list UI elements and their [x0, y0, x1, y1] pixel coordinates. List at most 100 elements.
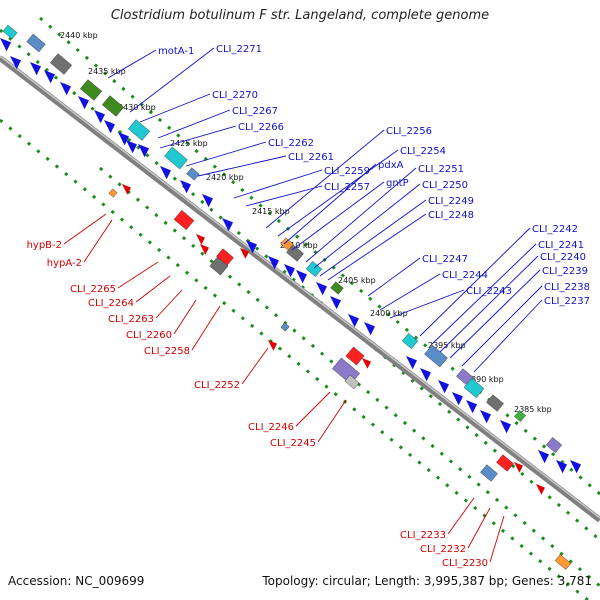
leader-line	[117, 261, 159, 289]
reverse-cds-arrow	[268, 340, 277, 351]
forward-cds-arrow	[420, 368, 431, 382]
forward-gene-label: CLI_2267	[232, 106, 278, 117]
feature-box	[101, 95, 125, 117]
forward-cds-arrow	[222, 218, 233, 232]
leader-line	[305, 167, 417, 263]
forward-cds-arrow	[0, 38, 11, 52]
leader-line	[447, 497, 475, 535]
forward-cds-arrow	[284, 264, 295, 278]
reverse-gene-label: CLI_2233	[400, 530, 446, 541]
forward-cds-arrow	[138, 144, 149, 158]
forward-cds-arrow	[452, 392, 463, 406]
forward-gene-label: pdxA	[378, 160, 404, 171]
reverse-gene-label: CLI_2232	[420, 544, 466, 555]
forward-cds-arrow	[60, 82, 71, 96]
feature-box	[186, 167, 200, 181]
outer-forward-dot-line-2	[39, 16, 600, 496]
leader-line	[327, 213, 427, 281]
leader-line	[283, 163, 377, 245]
forward-cds-arrow	[44, 70, 55, 84]
label-leader-lines	[63, 47, 543, 563]
forward-gene-label: CLI_2238	[544, 282, 590, 293]
forward-cds-arrow	[94, 110, 105, 124]
forward-gene-label: CLI_2259	[324, 166, 370, 177]
feature-box	[345, 346, 365, 366]
leader-line	[467, 507, 491, 549]
forward-cds-arrow	[202, 194, 213, 208]
reverse-cds-arrow	[514, 462, 523, 473]
feature-box	[330, 281, 344, 295]
forward-gene-label: CLI_2249	[428, 196, 474, 207]
forward-gene-label: motA-1	[158, 46, 194, 57]
accession-label: Accession: NC_009699	[8, 574, 145, 588]
reverse-gene-label: CLI_2252	[194, 380, 240, 391]
leader-line	[313, 183, 421, 269]
feature-box	[554, 554, 572, 570]
reverse-gene-label: CLI_2264	[88, 298, 134, 309]
backbone-highlight	[0, 55, 600, 519]
feature-box	[480, 464, 498, 482]
tick-label: 2425 kbp	[170, 139, 208, 148]
leader-line	[185, 141, 267, 167]
scale-ticks: 2440 kbp 2435 kbp 2430 kbp 2425 kbp 2420 kbp…	[60, 31, 552, 414]
leader-line	[439, 255, 539, 353]
forward-cds-arrow	[30, 62, 41, 76]
forward-cds-arrow	[364, 322, 375, 336]
leader-line	[319, 199, 427, 277]
feature-box	[108, 188, 118, 198]
tick-label: 2415 kbp	[252, 207, 290, 216]
forward-cds-arrow	[160, 166, 171, 180]
forward-cds-arrow	[406, 356, 417, 370]
leader-line	[265, 129, 385, 229]
forward-gene-label: CLI_2256	[386, 126, 432, 137]
leader-line	[431, 243, 537, 345]
reverse-gene-label: CLI_2230	[442, 558, 488, 569]
tick-label: 2420 kbp	[206, 173, 244, 182]
feature-box	[216, 248, 234, 266]
feature-box	[26, 33, 46, 53]
tick-label: 2400 kbp	[370, 309, 408, 318]
forward-gene-label: CLI_2237	[544, 296, 590, 307]
leader-line	[135, 275, 171, 303]
leader-line	[277, 149, 399, 237]
forward-cds-arrow	[296, 270, 307, 284]
forward-gene-label: CLI_2266	[238, 122, 284, 133]
leader-line	[157, 109, 231, 139]
forward-cds-arrow	[330, 296, 341, 310]
feature-box	[344, 374, 360, 390]
leader-line	[159, 125, 237, 149]
forward-gene-label: CLI_2241	[538, 240, 584, 251]
tick-label: 2440 kbp	[60, 31, 98, 40]
forward-gene-label: CLI_2248	[428, 210, 474, 221]
leader-line	[173, 299, 197, 335]
leader-line	[367, 257, 421, 297]
forward-cds-arrow	[500, 420, 511, 434]
reverse-cds-arrow	[200, 244, 209, 255]
leader-line	[291, 181, 385, 251]
tick-label: 2435 kbp	[88, 67, 126, 76]
forward-cds-arrow	[268, 256, 279, 270]
forward-gene-label: CLI_2239	[542, 266, 588, 277]
forward-cds-arrow	[466, 400, 477, 414]
forward-gene-label: CLI_2242	[532, 224, 578, 235]
leader-line	[129, 47, 215, 113]
forward-cds-arrow	[118, 132, 129, 146]
forward-gene-label: CLI_2240	[540, 252, 586, 263]
forward-cds-arrow	[10, 56, 21, 70]
reverse-cds-arrow	[362, 358, 371, 369]
reverse-gene-label: CLI_2246	[248, 422, 294, 433]
tick-label: 2385 kbp	[514, 405, 552, 414]
reverse-gene-label: CLI_2245	[270, 438, 316, 449]
feature-box	[486, 394, 504, 412]
feature-box	[286, 244, 304, 262]
forward-gene-label: CLI_2251	[418, 164, 464, 175]
forward-cds-arrow	[480, 410, 491, 424]
feature-box	[173, 209, 195, 231]
feature-box	[514, 410, 526, 422]
feature-box	[424, 344, 448, 368]
leader-line	[449, 269, 541, 359]
tick-label: 2430 kbp	[118, 103, 156, 112]
feature-box	[545, 437, 563, 453]
